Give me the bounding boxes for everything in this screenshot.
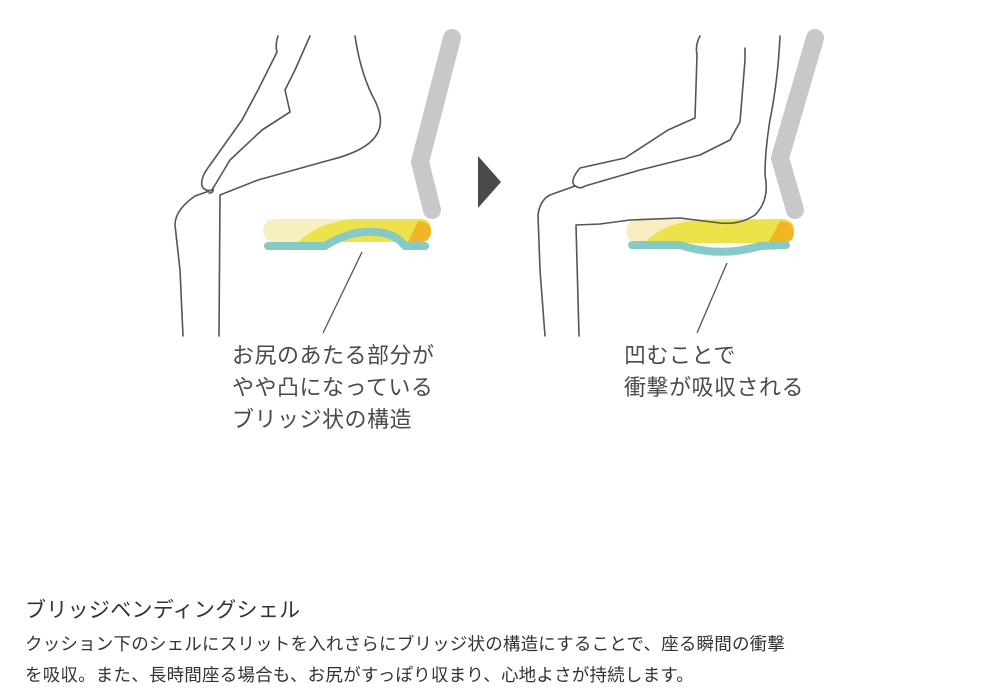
chair-back-left [411, 29, 461, 219]
after-caption: 凹むことで 衝撃が吸収される [624, 341, 804, 405]
arrow-right-icon [478, 156, 501, 208]
section-title: ブリッジベンディングシェル [25, 598, 301, 622]
after-scene [537, 29, 824, 337]
section-description: クッション下のシェルにスリットを入れさらにブリッジ状の構造にすることで、座る瞬間… [25, 630, 985, 692]
seating-illustration [174, 29, 824, 337]
caption-line: ブリッジ状の構造 [232, 408, 413, 433]
person-outline-left [174, 35, 382, 337]
cushion-right [626, 219, 794, 256]
caption-line: やや凸になっている [232, 376, 434, 401]
pointer-line-right [696, 262, 728, 334]
caption-line: 凹むことで [624, 344, 736, 369]
before-scene [174, 29, 461, 337]
before-caption: お尻のあたる部分が やや凸になっている ブリッジ状の構造 [232, 341, 435, 437]
description-line: を吸収。また、長時間座る場合も、お尻がすっぽり収まり、心地よさが持続します。 [25, 666, 694, 686]
person-outline-right [537, 35, 781, 337]
caption-line: お尻のあたる部分が [232, 344, 435, 369]
caption-line: 衝撃が吸収される [624, 376, 805, 401]
pointer-line-left [322, 251, 363, 334]
description-line: クッション下のシェルにスリットを入れさらにブリッジ状の構造にすることで、座る瞬間… [25, 635, 786, 655]
chair-back-right [771, 29, 824, 219]
cushion-left [263, 219, 431, 250]
